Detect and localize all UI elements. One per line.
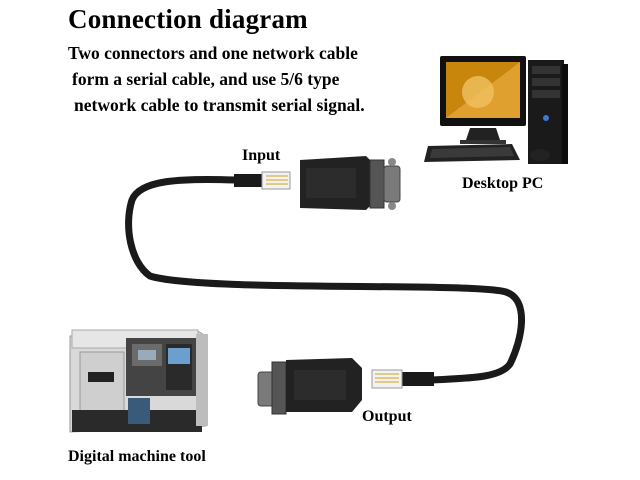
- pc-tower: [528, 60, 568, 164]
- description-line-1: Two connectors and one network cable: [68, 43, 358, 63]
- output-label: Output: [362, 408, 412, 425]
- input-db9-adapter: [300, 156, 401, 210]
- machine-tool-label: Digital machine tool: [68, 448, 206, 465]
- digital-machine-tool: [69, 329, 208, 433]
- input-label: Input: [242, 147, 281, 164]
- pc-keyboard: [424, 144, 520, 162]
- pc-monitor: [440, 56, 526, 144]
- diagram-title: Connection diagram: [68, 4, 308, 34]
- description: Two connectors and one network cable for…: [68, 40, 365, 118]
- network-cable: [125, 175, 525, 384]
- desktop-pc: [424, 56, 568, 164]
- desktop-pc-label: Desktop PC: [462, 175, 544, 192]
- input-rj45-plug: [234, 171, 291, 190]
- description-line-3: network cable to transmit serial signal.: [74, 95, 365, 115]
- output-db9-adapter: [257, 358, 362, 415]
- pc-mouse: [530, 149, 550, 161]
- description-line-2: form a serial cable, and use 5/6 type: [72, 69, 340, 89]
- output-rj45-plug: [371, 369, 434, 389]
